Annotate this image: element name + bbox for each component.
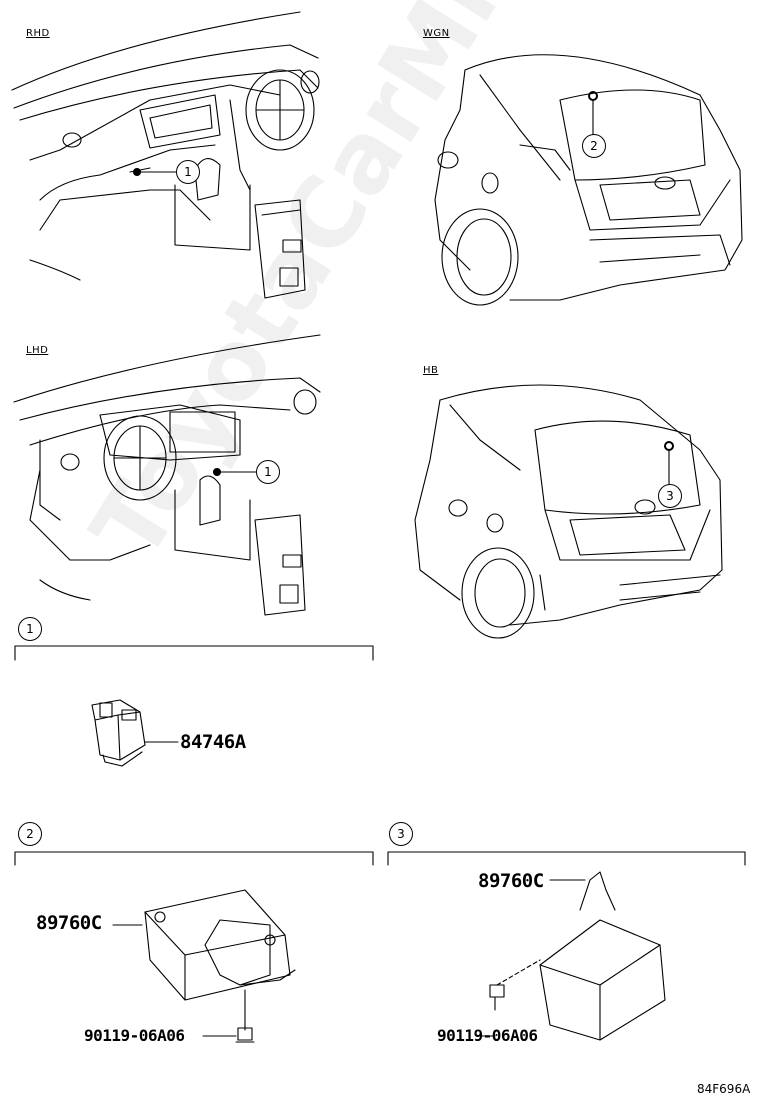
- rhd-dashboard-drawing: [11, 11, 320, 299]
- switch-84746a-drawing: [91, 699, 179, 767]
- part-number-90119-section2[interactable]: 90119-06A06: [84, 1026, 185, 1045]
- figure-code: 84F696A: [697, 1082, 751, 1096]
- section-3-rule: [387, 851, 746, 866]
- section-2-rule: [14, 851, 374, 866]
- section-1-rule: [14, 645, 374, 661]
- view-label-hb: HB: [423, 365, 439, 376]
- callout-1-lhd[interactable]: 1: [256, 460, 280, 484]
- part-number-89760c-section2[interactable]: 89760C: [36, 912, 102, 934]
- callout-1-rhd[interactable]: 1: [176, 160, 200, 184]
- view-label-lhd: LHD: [26, 345, 49, 356]
- view-label-wgn: WGN: [423, 28, 450, 39]
- callout-2-wgn[interactable]: 2: [582, 134, 606, 158]
- section-header-1: 1: [18, 617, 42, 641]
- hb-rear-drawing: [414, 384, 723, 639]
- wgn-rear-drawing: [434, 54, 743, 306]
- view-label-rhd: RHD: [26, 28, 50, 39]
- callout-3-hb[interactable]: 3: [658, 484, 682, 508]
- lhd-dashboard-drawing: [13, 334, 321, 616]
- section-header-3: 3: [389, 822, 413, 846]
- part-number-84746a[interactable]: 84746A: [180, 731, 246, 753]
- module-89760c-section2-drawing: [112, 889, 296, 1043]
- module-89760c-section3-drawing: [475, 871, 666, 1041]
- part-number-90119-section3[interactable]: 90119-06A06: [437, 1026, 538, 1045]
- part-number-89760c-section3[interactable]: 89760C: [478, 870, 544, 892]
- section-header-2: 2: [18, 822, 42, 846]
